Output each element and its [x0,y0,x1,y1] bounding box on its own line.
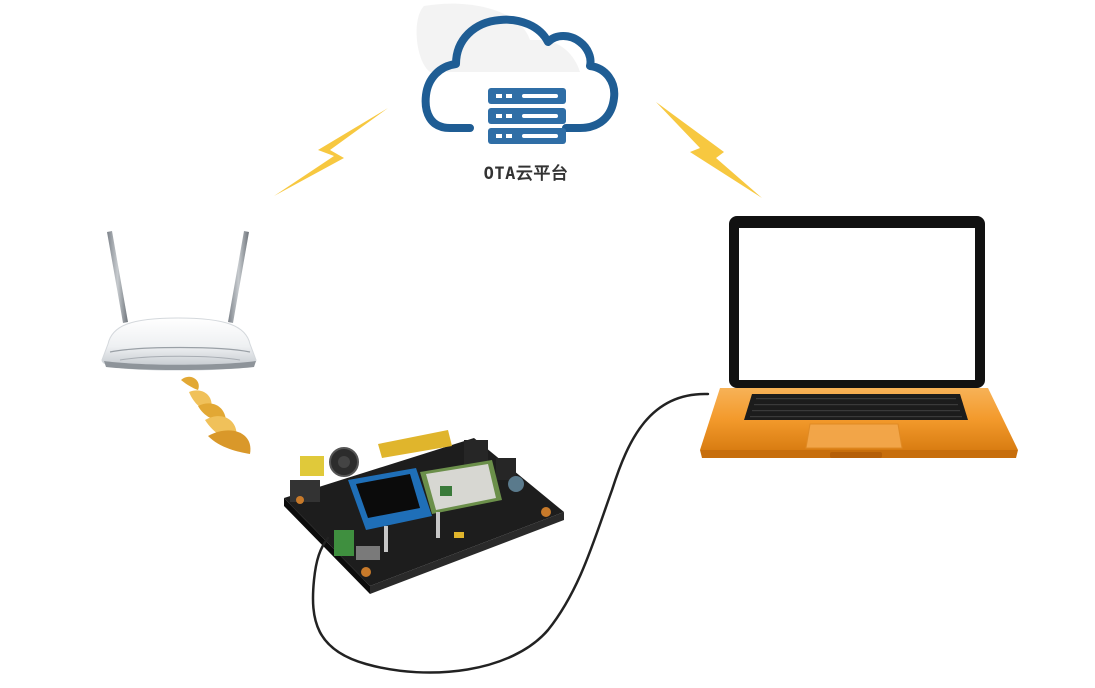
laptop-icon [700,216,1018,458]
dev-board-icon [284,430,564,594]
server-stack-icon [488,88,566,144]
cloud-platform-label: OTA云平台 [484,163,569,184]
lightning-bolt-icon [656,102,762,198]
lightning-bolt-icon [274,108,388,196]
wifi-signal-icon [181,376,251,454]
wifi-router-icon [101,231,257,371]
usb-cable [311,392,710,674]
cloud-server-icon: OTA云平台 [416,3,619,184]
